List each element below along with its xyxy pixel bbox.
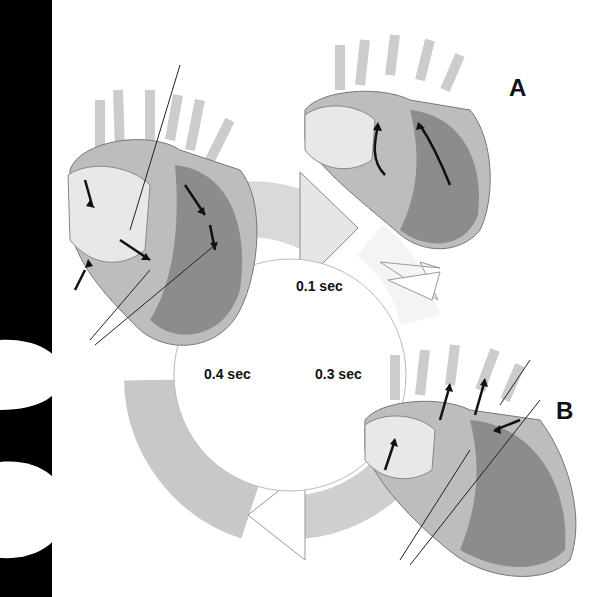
heart-diastole xyxy=(68,65,257,345)
side-bump xyxy=(0,340,62,410)
heart-a xyxy=(305,35,490,249)
cycle-arrowhead xyxy=(380,262,440,300)
duration-label: 0.1 sec xyxy=(296,279,343,294)
side-bump xyxy=(0,462,66,559)
duration-label: 0.3 sec xyxy=(315,367,362,382)
panel-letter: B xyxy=(556,398,573,424)
panel-letter: A xyxy=(509,75,526,101)
cycle-arrowhead xyxy=(388,272,440,300)
duration-label: 0.4 sec xyxy=(204,367,251,382)
heart-b xyxy=(365,345,576,576)
